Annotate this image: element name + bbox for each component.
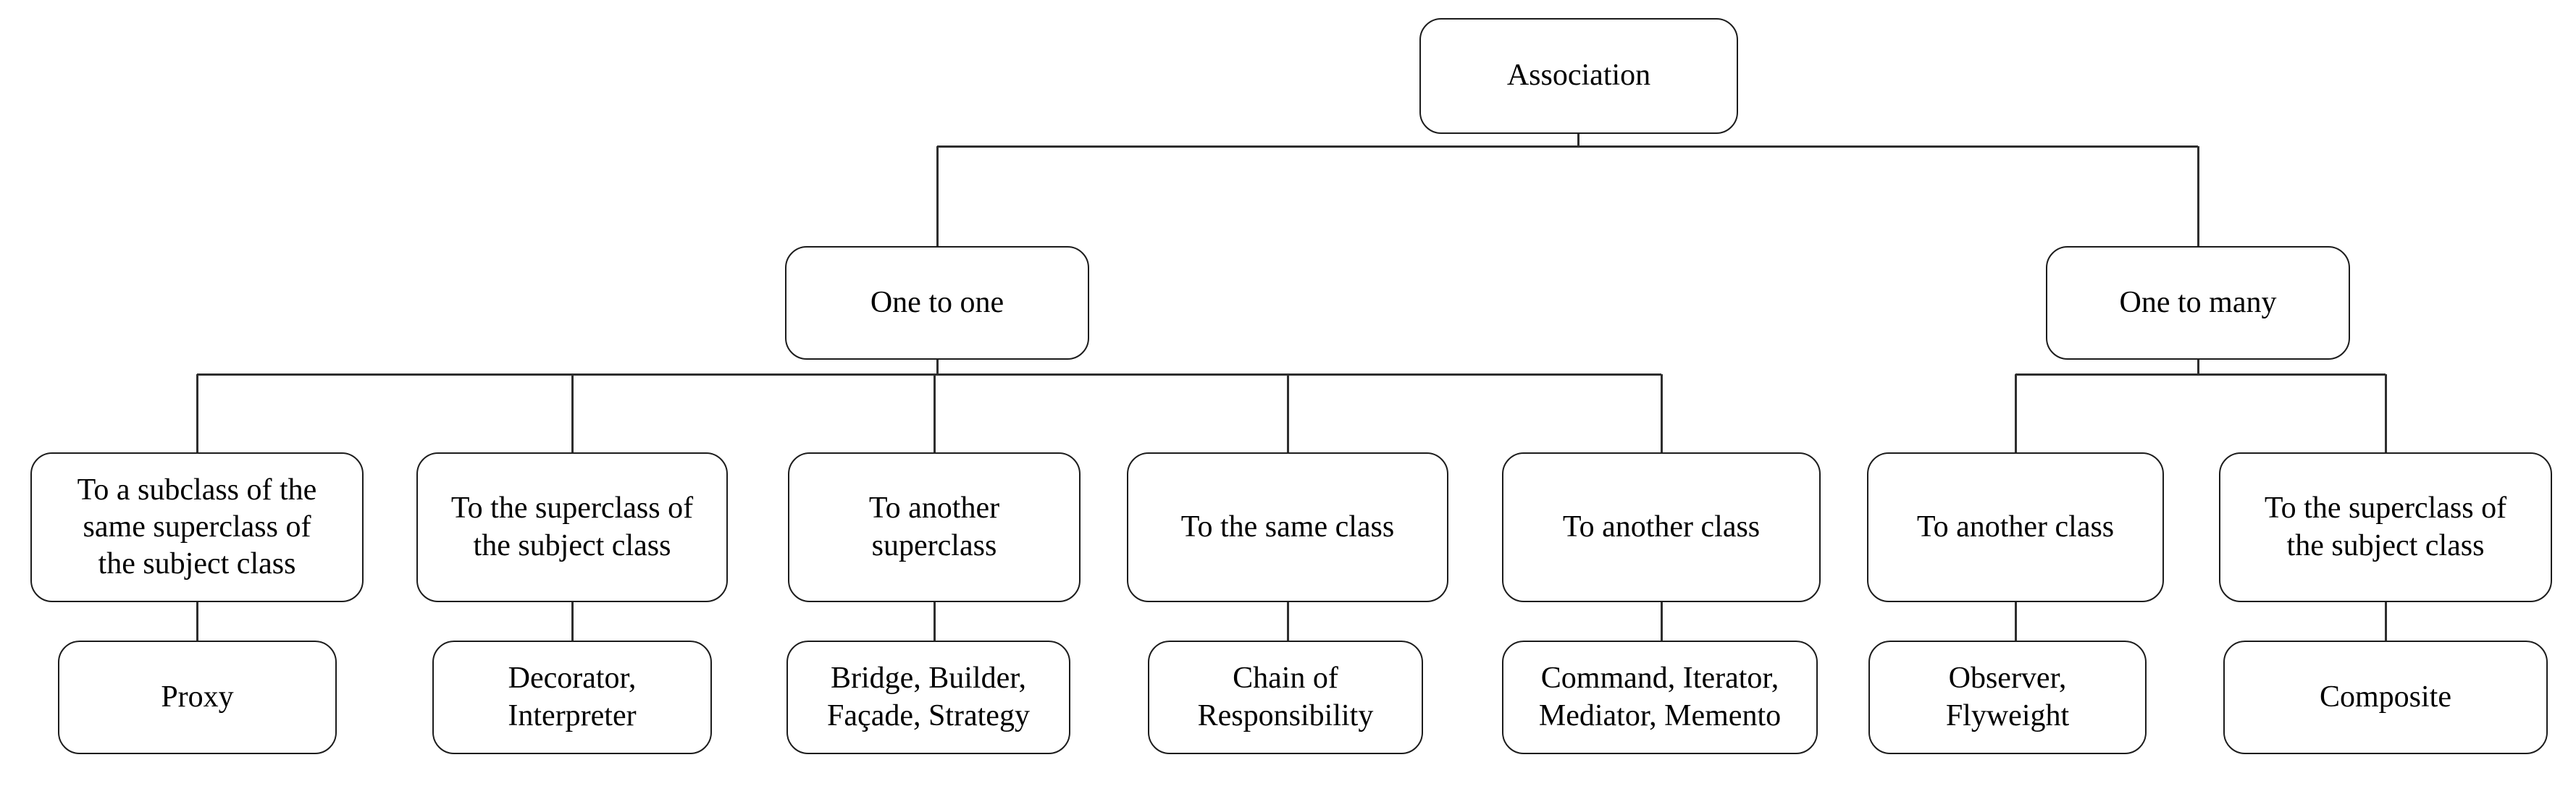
tree-node-patterns-command-iterator-mediator-memento: Command, Iterator, Mediator, Memento: [1502, 641, 1818, 754]
tree-node-patterns-chain-of-responsibility: Chain of Responsibility: [1148, 641, 1423, 754]
tree-node-one-to-one: One to one: [785, 246, 1089, 360]
tree-node-to-the-same-class: To the same class: [1127, 452, 1448, 602]
connector-line-vertical: [571, 374, 574, 454]
connector-line-vertical: [196, 374, 198, 454]
connector-line-horizontal: [2015, 373, 2386, 376]
connector-line-vertical: [196, 602, 198, 642]
connector-line-vertical: [933, 374, 936, 454]
tree-node-to-subclass-of-same-superclass: To a subclass of the same superclass of …: [30, 452, 364, 602]
tree-node-label: Proxy: [161, 680, 234, 714]
tree-node-label: To another class: [1916, 510, 2115, 544]
connector-line-vertical: [2014, 602, 2017, 642]
tree-node-patterns-decorator-interpreter: Decorator, Interpreter: [432, 641, 712, 754]
connector-line-vertical: [2384, 374, 2387, 454]
tree-node-label: Bridge, Builder, Façade, Strategy: [827, 662, 1030, 732]
connector-line-horizontal: [937, 145, 2198, 148]
tree-node-label: Decorator, Interpreter: [508, 662, 637, 732]
tree-node-label: Observer, Flyweight: [1945, 662, 2070, 732]
connector-line-vertical: [1577, 134, 1579, 148]
connector-line-vertical: [1286, 374, 1289, 454]
connector-line-vertical: [1660, 602, 1663, 642]
tree-node-label: To the superclass of the subject class: [2264, 491, 2507, 562]
tree-node-association: Association: [1419, 18, 1738, 134]
tree-node-label: One to many: [2119, 285, 2277, 319]
connector-line-vertical: [2014, 374, 2017, 454]
tree-node-label: To the superclass of the subject class: [450, 491, 694, 562]
connector-line-vertical: [936, 146, 939, 248]
tree-node-label: Association: [1506, 59, 1651, 93]
tree-node-to-another-class-2: To another class: [1867, 452, 2164, 602]
tree-node-to-another-superclass: To another superclass: [788, 452, 1081, 602]
connector-line-vertical: [571, 602, 574, 642]
connector-line-vertical: [2197, 360, 2199, 376]
tree-node-label: To another superclass: [868, 491, 1000, 562]
connector-line-vertical: [1660, 374, 1663, 454]
tree-node-label: To a subclass of the same superclass of …: [77, 473, 317, 581]
tree-node-label: To another class: [1562, 510, 1761, 544]
connector-line-vertical: [2384, 602, 2387, 642]
connector-line-vertical: [933, 602, 936, 642]
tree-node-patterns-composite: Composite: [2223, 641, 2548, 754]
tree-node-label: Chain of Responsibility: [1197, 662, 1374, 732]
tree-node-patterns-observer-flyweight: Observer, Flyweight: [1868, 641, 2147, 754]
tree-node-label: Command, Iterator, Mediator, Memento: [1538, 662, 1782, 732]
tree-node-one-to-many: One to many: [2046, 246, 2350, 360]
connector-line-horizontal: [197, 373, 1661, 376]
tree-node-to-another-class-1: To another class: [1502, 452, 1821, 602]
tree-node-patterns-bridge-builder-facade-strategy: Bridge, Builder, Façade, Strategy: [786, 641, 1070, 754]
tree-node-to-superclass-of-subject-2: To the superclass of the subject class: [2219, 452, 2552, 602]
connector-line-vertical: [1286, 602, 1289, 642]
tree-node-label: One to one: [870, 285, 1004, 319]
tree-node-to-superclass-of-subject-1: To the superclass of the subject class: [416, 452, 728, 602]
tree-node-label: To the same class: [1180, 510, 1395, 544]
tree-node-label: Composite: [2319, 680, 2451, 714]
tree-node-patterns-proxy: Proxy: [58, 641, 337, 754]
connector-line-vertical: [2197, 146, 2199, 248]
connector-line-vertical: [936, 360, 939, 376]
